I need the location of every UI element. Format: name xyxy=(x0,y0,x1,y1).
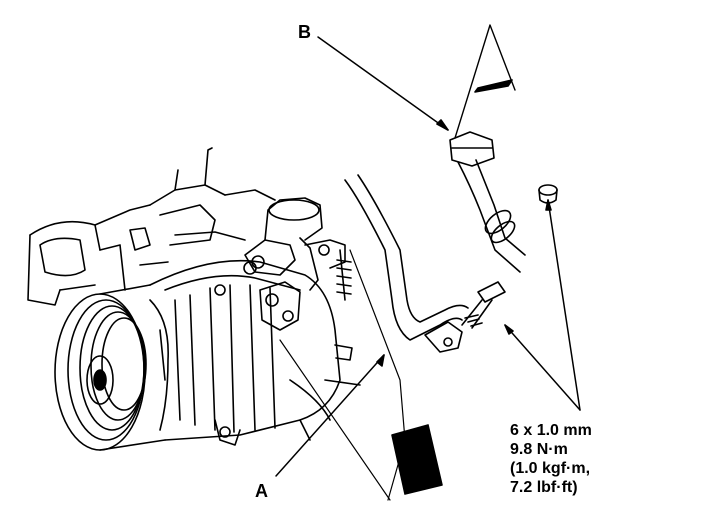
compressor-body xyxy=(149,259,361,446)
callout-b-label: B xyxy=(298,22,311,42)
torque-nm-text: 9.8 N·m xyxy=(510,441,568,458)
hose-fitting xyxy=(449,131,526,273)
compressor-fitting xyxy=(244,197,352,331)
bolt-size-text: 6 x 1.0 mm xyxy=(510,422,592,439)
callout-a-label: A xyxy=(255,481,268,501)
spec-symbols xyxy=(391,79,513,495)
torque-kgfm-text: (1.0 kgf·m, xyxy=(510,460,591,477)
compressor-pulley xyxy=(54,284,166,451)
engine-block xyxy=(27,147,276,306)
torque-lbfft-text: 7.2 lbf·ft) xyxy=(510,479,578,496)
suction-line-pipe xyxy=(344,174,469,353)
torque-spec: 6 x 1.0 mm 9.8 N·m (1.0 kgf·m, 7.2 lbf·f… xyxy=(510,421,592,497)
bolt xyxy=(461,281,506,329)
leader-lines xyxy=(275,24,581,501)
